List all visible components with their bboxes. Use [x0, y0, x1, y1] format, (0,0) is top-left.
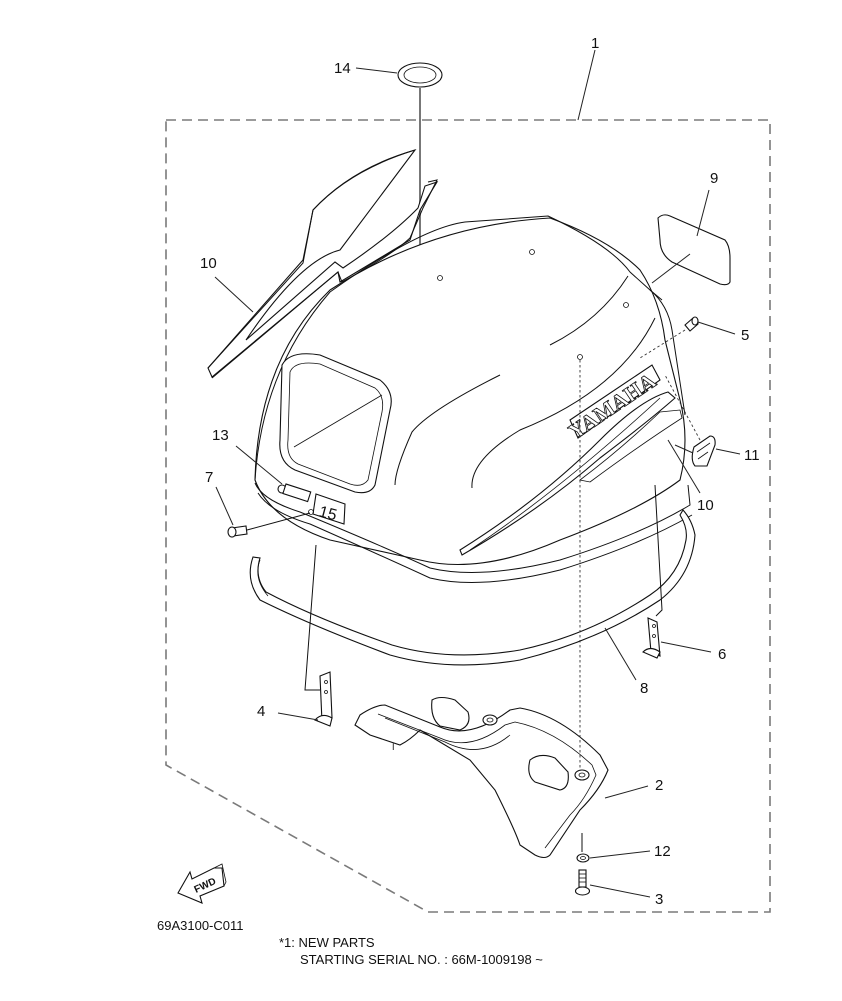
callout-9: 9 — [710, 170, 718, 187]
callout-6: 6 — [718, 646, 726, 663]
arrow-left-icon — [177, 867, 225, 904]
part-13-washer[interactable] — [576, 853, 590, 863]
callout-14: 14 — [334, 60, 351, 77]
part-5-rivet[interactable] — [684, 316, 699, 332]
assembly-boundary — [165, 119, 771, 913]
part-14-oring[interactable] — [397, 62, 443, 88]
callout-1: 1 — [591, 35, 599, 52]
part-9-decal-plate[interactable] — [657, 214, 731, 286]
callout-5: 5 — [741, 327, 749, 344]
callout-13: 12 — [654, 843, 671, 860]
cowling-lower-lip — [254, 482, 691, 573]
part-2-bottom-tray[interactable]: I — [354, 696, 609, 859]
callout-2: 2 — [655, 777, 663, 794]
callout-12: 13 — [212, 427, 229, 444]
part-4-bracket[interactable] — [314, 671, 333, 727]
svg-text:I: I — [392, 742, 395, 752]
part-12-model-emblem[interactable]: 15 — [277, 483, 346, 525]
drawing-code: 69A3100-C011 — [157, 918, 244, 933]
note-serial-number: STARTING SERIAL NO. : 66M-1009198 ~ — [300, 952, 543, 967]
part-11-emblem[interactable] — [691, 435, 716, 467]
part-7-rivet[interactable] — [227, 525, 248, 538]
callout-3: 3 — [655, 891, 663, 908]
fwd-direction-marker: FWD — [177, 863, 227, 904]
callout-8: 8 — [640, 680, 648, 697]
part-3-screw[interactable] — [574, 869, 591, 896]
callout-4: 4 — [257, 703, 265, 720]
svg-text:15: 15 — [317, 503, 339, 524]
callout-10-right: 10 — [697, 497, 714, 514]
callout-7: 7 — [205, 469, 213, 486]
note-new-parts: *1: NEW PARTS — [279, 935, 375, 950]
part-8-seal[interactable] — [249, 509, 696, 666]
callout-11: 11 — [744, 447, 760, 464]
callout-10-left: 10 — [200, 255, 217, 272]
part-6-bracket[interactable] — [642, 617, 661, 659]
air-intake-window — [279, 353, 392, 494]
